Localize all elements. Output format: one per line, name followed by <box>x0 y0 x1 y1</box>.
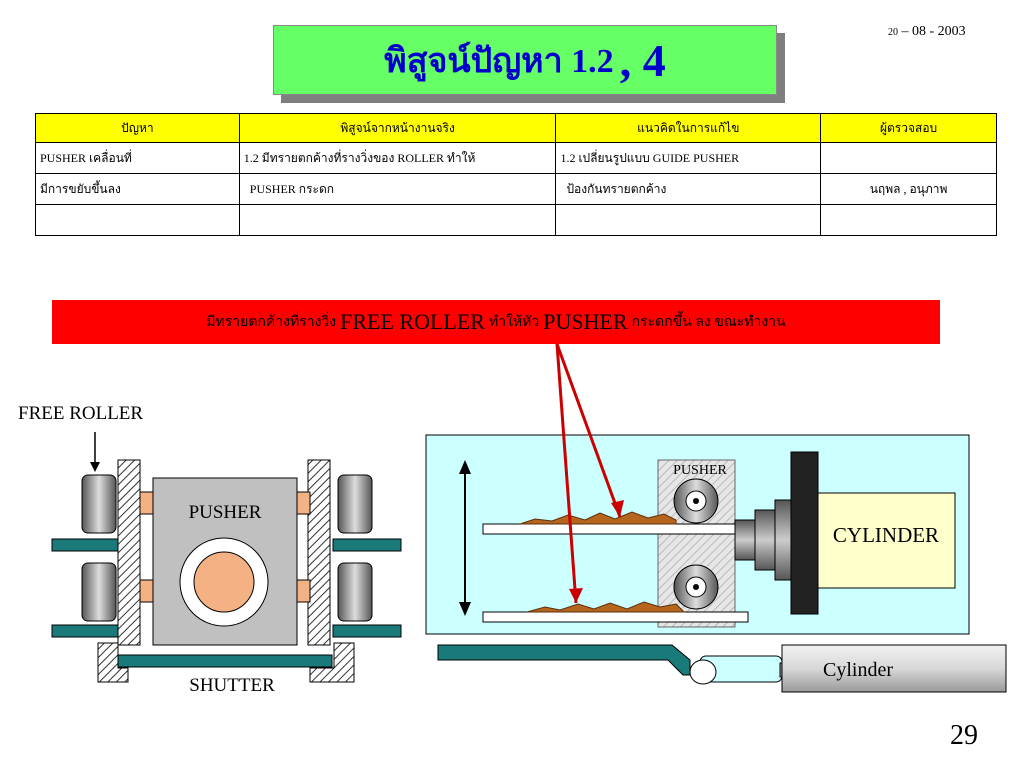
guide-plate <box>307 459 331 646</box>
date-rest: – 08 - 2003 <box>898 24 966 39</box>
free-roller-label: FREE ROLLER <box>18 403 143 424</box>
free-roller <box>337 562 373 622</box>
table-header-row: ปัญหา พิสูจน์จากหน้างานจริง แนวคิดในการแ… <box>35 113 997 143</box>
banner-text: กระดกขึ้น ลง ขณะทำงาน <box>631 315 786 330</box>
guide-rail <box>482 611 749 623</box>
callout-arrow-head <box>611 500 624 517</box>
shutter-bracket <box>97 642 129 683</box>
banner-text: FREE ROLLER <box>340 309 485 334</box>
cylinder-flange <box>790 451 819 615</box>
cylinder-rod <box>734 519 758 561</box>
table-cell <box>35 204 240 236</box>
pusher-label: PUSHER <box>189 502 262 523</box>
lower-cylinder <box>781 644 1007 693</box>
table-header: แนวคิดในการแก้ไข <box>555 113 822 143</box>
table-cell: นฤพล , อนุภาพ <box>820 173 997 205</box>
axle <box>139 579 155 603</box>
table-cell <box>820 204 997 236</box>
sand-debris <box>519 511 677 525</box>
pivot-joint <box>689 659 717 685</box>
table-cell <box>555 204 822 236</box>
shutter-label: SHUTTER <box>189 675 275 696</box>
pusher-core <box>193 551 255 613</box>
cylinder-label: CYLINDER <box>833 523 939 547</box>
banner-text: มีทรายตกค้างที่รางวิ่ง <box>206 315 337 330</box>
sand-debris <box>526 601 686 613</box>
callout-arrow <box>555 343 578 604</box>
table-header: ผู้ตรวจสอบ <box>820 113 997 143</box>
banner-text: ทำให้หัว <box>488 315 540 330</box>
problem-banner: มีทรายตกค้างที่รางวิ่ง FREE ROLLER ทำให้… <box>52 300 940 344</box>
table-cell: PUSHER กระดก <box>238 173 557 205</box>
side-roller-pin <box>693 498 699 504</box>
side-pusher-label: PUSHER <box>673 463 727 478</box>
guide-rail <box>482 523 749 535</box>
guide-plate <box>117 459 141 646</box>
cylinder-nut <box>774 499 792 581</box>
callout-arrow-head <box>569 588 583 603</box>
problem-table: ปัญหา พิสูจน์จากหน้างานจริง แนวคิดในการแ… <box>35 113 997 236</box>
arrow-up-icon <box>459 460 471 474</box>
rail <box>332 624 402 638</box>
shutter-plate <box>117 654 333 668</box>
table-header: ปัญหา <box>35 113 240 143</box>
rail <box>51 624 121 638</box>
side-roller-pin <box>693 584 699 590</box>
cylinder-body <box>817 492 956 589</box>
cylinder-nut <box>754 509 776 571</box>
free-roller <box>81 562 117 622</box>
date-label: 20 – 08 - 2003 <box>888 24 966 40</box>
banner-text: PUSHER <box>543 309 628 334</box>
axle <box>139 491 155 515</box>
page-number: 29 <box>950 720 978 751</box>
title-suffix: , 4 <box>619 34 666 86</box>
table-cell <box>238 204 557 236</box>
axle <box>295 579 311 603</box>
callout-arrow <box>555 343 622 518</box>
table-cell: 1.2 มีทรายตกค้างที่รางวิ่งของ ROLLER ทำใ… <box>238 142 557 174</box>
arrow-down-icon <box>459 602 471 616</box>
shutter-bracket <box>309 642 355 683</box>
arrow-head-icon <box>90 462 100 472</box>
free-roller <box>81 474 117 534</box>
lower-cylinder-label: Cylinder <box>823 659 893 681</box>
rail <box>332 538 402 552</box>
date-day: 20 <box>888 27 898 38</box>
rail <box>51 538 121 552</box>
axle <box>295 491 311 515</box>
free-roller <box>337 474 373 534</box>
table-header: พิสูจน์จากหน้างานจริง <box>238 113 557 143</box>
page-title: พิสูจน์ปัญหา 1.2 , 4 <box>273 25 777 95</box>
title-text: พิสูจน์ปัญหา 1.2 <box>384 43 614 80</box>
table-row <box>35 204 997 236</box>
shutter-arm <box>437 644 691 676</box>
